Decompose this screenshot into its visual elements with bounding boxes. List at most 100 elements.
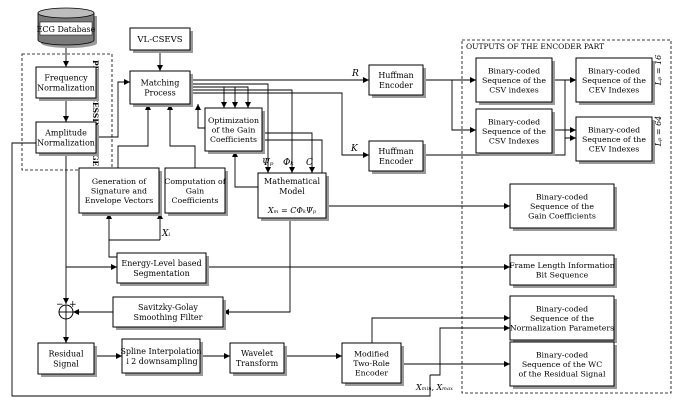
label-xmin-xmax: Xₘᵢₙ, Xₘₐₓ [415,383,453,392]
label-psi: Ψₚ [262,158,274,168]
generation-signature-block-label: Envelope Vectors [85,196,153,205]
gain-coefficients-output-label: Binary-coded [536,192,588,201]
signal-labels: R K Ψₚ Φₖ C Xᵢ Xₘᵢₙ, Xₘₐₓ − + [56,69,453,392]
energy-segmentation-block-label: Segmentation [133,269,190,278]
label-k: K [350,144,359,154]
energy-segmentation-block-label: Energy-Level based [121,259,201,268]
label-xi: Xᵢ [161,229,170,239]
csv-indexes-output-2-label: CSV Indexes [489,136,539,145]
normalization-params-output-label: Sequence of the [530,314,594,323]
gain-coefficients-output-label: Sequence of the [530,202,594,211]
wavelet-transform-block-label: Wavelet [241,349,274,358]
amplitude-normalization-block-label: Amplitude [44,129,87,138]
cev-indexes-output-1-label: CEV Indexes [589,85,640,94]
lp64-label: Lₚ = 64 [654,116,663,147]
summing-node [58,304,74,320]
label-phi: Φₖ [283,158,294,168]
cev-indexes-output-2-label: CEV Indexes [589,144,640,153]
spline-interpolation-block-label: Spline Interpolation [120,347,201,356]
preprocessing-region: PREPROCESSING STAGE [21,53,113,171]
cev-indexes-output-2-label: Binary-coded [588,125,640,134]
mathematical-model-block-label: Mathematical [264,177,320,186]
label-r: R [351,69,359,79]
huffman-encoder-k-block-label: Encoder [379,157,413,166]
generation-signature-block-label: Signature and [91,186,147,195]
vl-csevs-block-label: VL-CSEVS [136,35,182,45]
cev-indexes-output-2-label: Sequence of the [582,135,646,144]
huffman-encoder-r-block-label: Encoder [379,81,413,90]
outputs-title: OUTPUTS OF THE ENCODER PART [466,42,604,51]
frequency-normalization-block-label: Normalization [37,83,95,92]
ecg-database: ECG Database [37,7,97,48]
csv-indexes-output-2-label: Sequence of the [482,127,546,136]
matching-process-block-label: Process [144,88,175,97]
csv-indexes-output-1-label: Binary-coded [488,66,540,75]
optimization-gain-block-label: Optimization [208,116,259,125]
frequency-normalization-block-label: Frequency [44,74,88,83]
cev-indexes-output-1-label: Sequence of the [582,76,646,85]
optimization-gain-block-label: Coefficients [210,135,257,144]
gain-coefficients-output-label: Gain Coefficients [528,211,596,220]
spline-interpolation-block: Spline Interpolation↓2 downsampling [120,338,203,376]
summing-minus: − [56,300,64,310]
outputs-region: OUTPUTS OF THE ENCODER PART Lₚ = 16 Lₚ =… [461,39,672,394]
preprocessing-stage-label: PREPROCESSING STAGE [91,60,100,167]
connections [11,42,576,397]
model-formula: Xₘ = CΦₖΨₚ [267,206,317,215]
csv-indexes-output-1-label: Sequence of the [482,76,546,85]
ecg-database-label: ECG Database [37,25,96,34]
cev-indexes-output-1-label: Binary-coded [588,66,640,75]
huffman-encoder-k-block-label: Huffman [378,147,413,156]
residual-signal-block-label: Residual [48,350,83,359]
optimization-gain-block-label: of the Gain [212,125,256,134]
frame-length-output-label: Bit Sequence [536,271,589,280]
mathematical-model-block-label: Model [279,187,305,196]
huffman-encoder-r-block-label: Huffman [378,71,413,80]
computation-gain-block-label: Gain [186,186,204,195]
normalization-params-output-label: Binary-coded [536,304,588,313]
generation-signature-block-label: Generation of [92,177,147,186]
savitzky-golay-block-label: Savitzky-Golay [138,303,198,312]
csv-indexes-output-2-label: Binary-coded [488,117,540,126]
matching-process-block-label: Matching [141,79,180,88]
computation-gain-block-label: Coefficients [172,196,219,205]
savitzky-golay-block-label: Smoothing Filter [134,313,203,322]
modified-two-role-block-label: Two-Role [353,359,390,368]
amplitude-normalization-block-label: Normalization [37,138,95,147]
summing-plus: + [69,300,77,310]
wc-residual-output-label: of the Residual Signal [519,369,606,378]
modified-two-role-block-label: Modified [354,349,389,358]
wc-residual-output-label: Sequence of the WC [522,360,602,369]
modified-two-role-block-label: Encoder [355,368,388,377]
label-c: C [306,158,313,168]
wc-residual-output-label: Binary-coded [536,350,588,359]
residual-signal-block-label: Signal [53,359,79,368]
lp16-label: Lₚ = 16 [654,55,663,86]
frame-length-output-label: Frame Length Information [509,261,615,270]
normalization-params-output-label: Normalization Parameters [510,323,614,332]
vl-csevs-block: VL-CSEVS [129,27,193,53]
